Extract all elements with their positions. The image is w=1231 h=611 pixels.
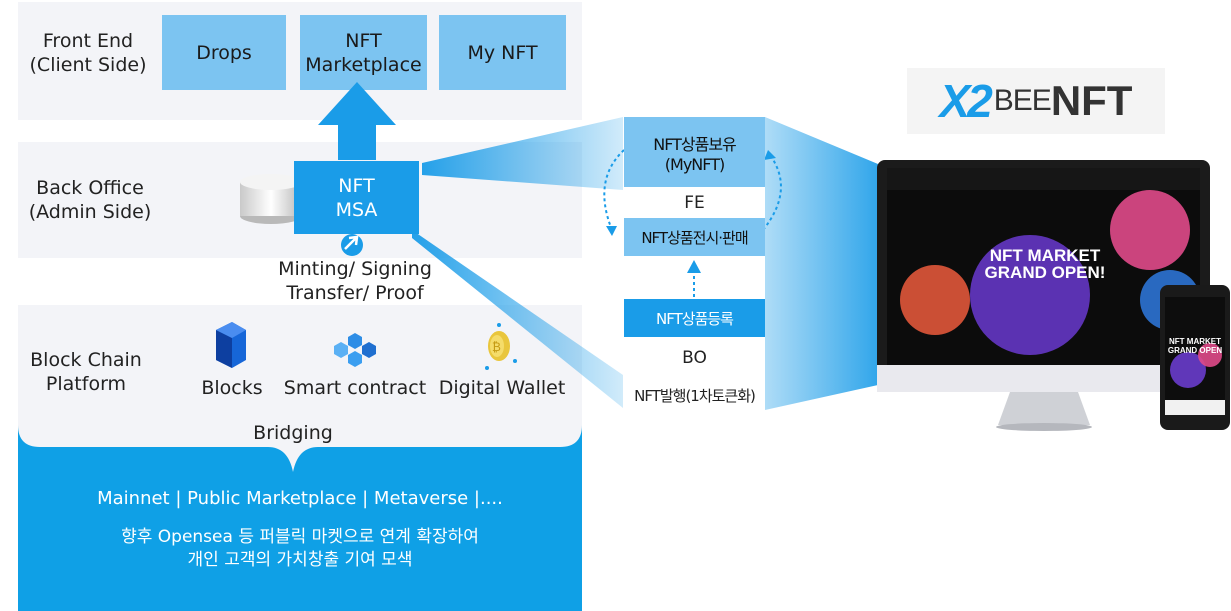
fe-top-line1: NFT상품보유 — [653, 134, 737, 154]
bottom-line2: 향후 Opensea 등 퍼블릭 마켓으로 연계 확장하여 — [121, 527, 479, 547]
bo-label: BO — [624, 345, 765, 371]
backoffice-label: Back Office (Admin Side) — [20, 176, 160, 224]
backoffice-label-line2: (Admin Side) — [28, 201, 152, 223]
blocks-icon — [216, 322, 246, 368]
logo-bee: BEE — [993, 84, 1052, 117]
loop-arrow-left — [603, 149, 625, 231]
x2-bee-nft-logo: X2 BEE NFT — [907, 68, 1165, 134]
drops-box: Drops — [162, 15, 286, 90]
blockchain-label-line2: Platform — [45, 373, 127, 395]
blockchain-label-line1: Block Chain — [30, 349, 142, 371]
fe-top-line2: (MyNFT) — [664, 154, 725, 174]
monitor-hero-text: NFT MARKET GRAND OPEN! — [960, 247, 1130, 281]
bottom-line1: Mainnet | Public Marketplace | Metaverse… — [97, 488, 503, 509]
nft-marketplace-label-line1: NFT — [345, 29, 382, 52]
nft-msa-line2: MSA — [335, 198, 378, 221]
beam-bottom — [412, 230, 623, 408]
loop-arrow-right — [762, 154, 782, 231]
beam-mockup — [765, 117, 878, 410]
loop-arrowhead-right — [764, 150, 776, 160]
fe-bottom-box: NFT상품전시·판매 — [624, 218, 765, 256]
up-arrow — [318, 82, 396, 160]
nft-marketplace-label-line2: Marketplace — [305, 53, 422, 76]
phone-mockup — [1160, 285, 1230, 430]
hero-line2: GRAND OPEN! — [984, 263, 1106, 282]
phone-line2: GRAND OPEN — [1167, 346, 1223, 355]
bottom-line3: 개인 고객의 가치창출 기여 모색 — [187, 550, 413, 570]
digital-wallet-label: Digital Wallet — [438, 377, 566, 399]
phone-hero-text: NFT MARKET GRAND OPEN — [1165, 337, 1225, 355]
blocks-label: Blocks — [201, 377, 263, 399]
beam-top — [422, 117, 623, 190]
flow-up-arrowhead — [687, 260, 701, 273]
loop-arrowhead-left — [606, 226, 617, 236]
process-label-line1: Minting/ Signing — [278, 258, 432, 280]
bo-top-box: NFT상품등록 — [624, 299, 765, 337]
nft-msa-box: NFT MSA — [294, 161, 419, 234]
fe-label: FE — [624, 190, 765, 216]
frontend-label-line2: (Client Side) — [29, 54, 147, 76]
nft-marketplace-box: NFT Marketplace — [300, 15, 427, 90]
logo-x2: X2 — [939, 75, 993, 127]
blockchain-label: Block Chain Platform — [20, 348, 152, 396]
fe-top-box: NFT상품보유 (MyNFT) — [624, 117, 765, 187]
minting-process-icon — [341, 234, 363, 256]
logo-nft: NFT — [1050, 77, 1133, 124]
my-nft-label: My NFT — [467, 41, 538, 64]
phone-line1: NFT MARKET — [1169, 337, 1221, 346]
process-label-line2: Transfer/ Proof — [286, 282, 424, 304]
backoffice-label-line1: Back Office — [36, 177, 144, 199]
database-icon — [240, 174, 302, 224]
bridging-label: Bridging — [253, 422, 333, 444]
smart-contract-label: Smart contract — [283, 377, 427, 399]
monitor-mockup — [877, 160, 1210, 431]
frontend-label: Front End (Client Side) — [20, 29, 156, 77]
my-nft-box: My NFT — [439, 15, 566, 90]
frontend-label-line1: Front End — [42, 30, 134, 52]
blockchain-band — [18, 305, 582, 472]
bottom-text: Mainnet | Public Marketplace | Metaverse… — [18, 487, 582, 572]
process-label: Minting/ Signing Transfer/ Proof — [255, 257, 455, 305]
bitcoin-wallet-icon: ₿ — [485, 323, 517, 370]
drops-label: Drops — [196, 41, 252, 64]
smart-contract-icon — [334, 333, 376, 367]
svg-text:₿: ₿ — [492, 340, 501, 354]
bo-bottom-box: NFT발행(1차토큰화) — [624, 379, 765, 411]
hero-line1: NFT MARKET — [989, 246, 1101, 265]
nft-msa-line1: NFT — [338, 174, 375, 197]
